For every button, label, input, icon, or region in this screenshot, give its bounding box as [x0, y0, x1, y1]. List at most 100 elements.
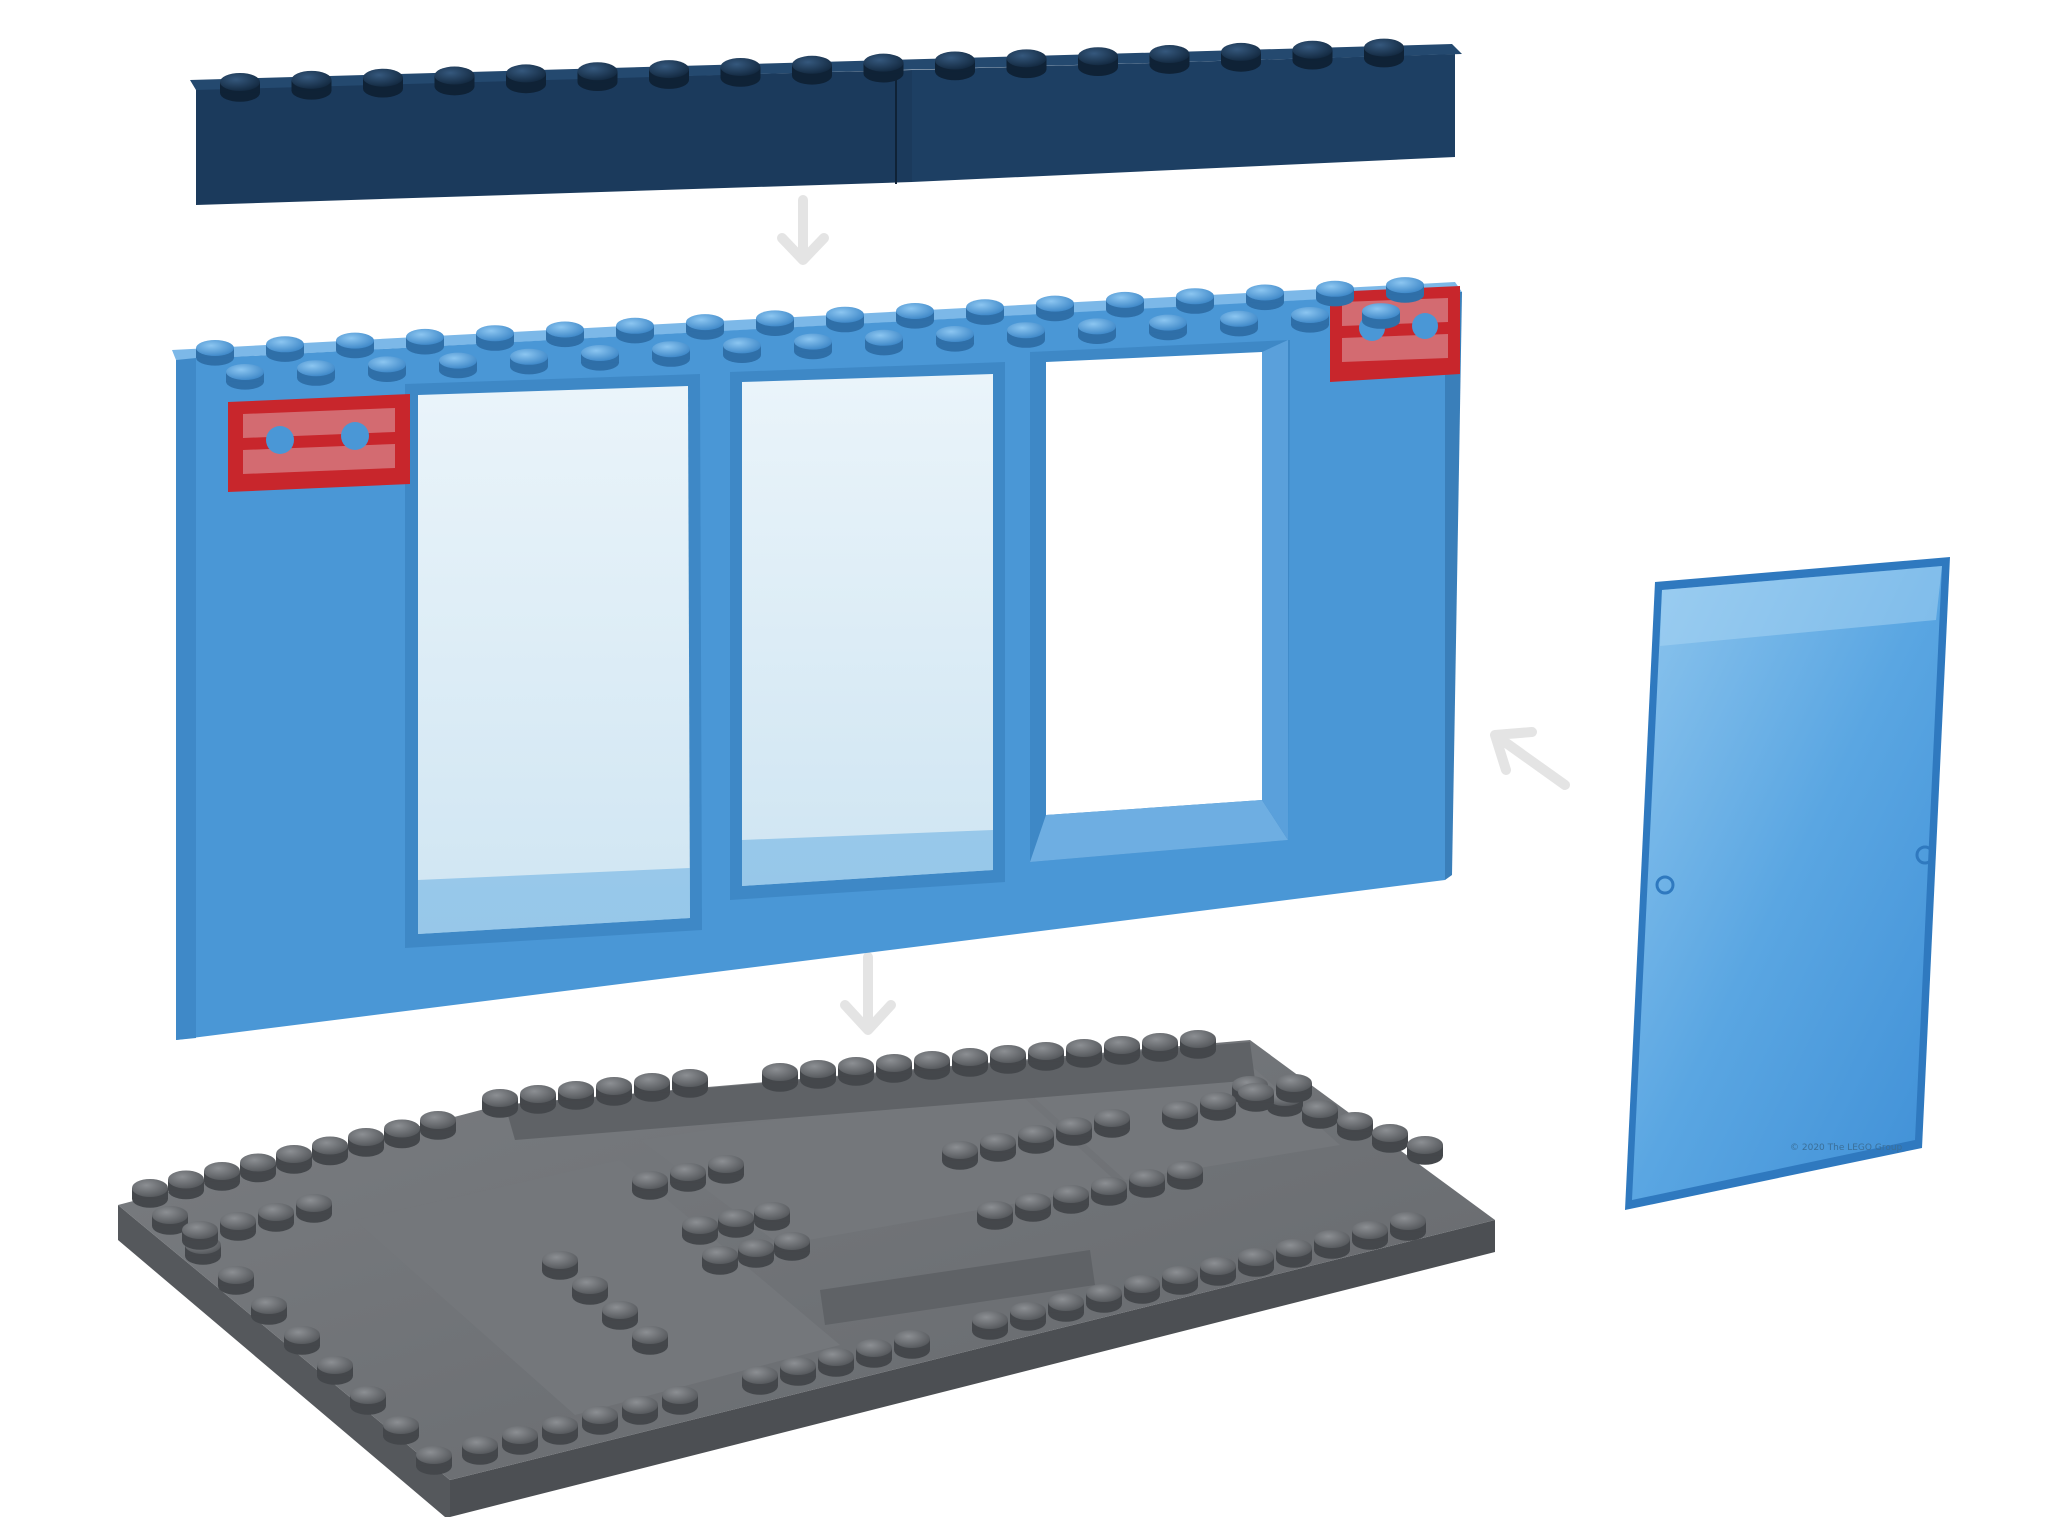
stud	[1316, 280, 1354, 307]
stud	[702, 1246, 738, 1275]
stud	[251, 1296, 287, 1325]
stud	[708, 1155, 744, 1184]
window-frame	[172, 277, 1462, 1040]
stud	[1364, 38, 1404, 68]
stud	[1276, 1074, 1312, 1103]
stud	[1078, 318, 1116, 344]
stud	[266, 336, 304, 362]
stud	[966, 299, 1004, 325]
stud	[723, 337, 761, 363]
stud	[756, 310, 794, 336]
stud	[581, 345, 619, 371]
stud	[1200, 1257, 1236, 1286]
arrow-down-icon	[777, 195, 829, 265]
stud	[1302, 1100, 1338, 1129]
stud	[670, 1163, 706, 1192]
stud	[616, 317, 654, 344]
stud	[1015, 1193, 1051, 1222]
stud	[800, 1060, 836, 1089]
stud	[502, 1426, 538, 1455]
stud	[1221, 42, 1261, 72]
stud	[1238, 1083, 1274, 1112]
stud	[1149, 45, 1190, 74]
stud	[1167, 1161, 1203, 1190]
stud	[152, 1206, 188, 1235]
stud	[476, 325, 514, 351]
stud	[1018, 1125, 1054, 1154]
stud	[420, 1111, 456, 1140]
stud	[1407, 1136, 1443, 1165]
stud	[1028, 1042, 1064, 1071]
stud	[1142, 1033, 1178, 1062]
stud	[1176, 288, 1214, 314]
stud	[350, 1386, 386, 1415]
frame-studs	[196, 277, 1424, 390]
stud	[506, 64, 546, 94]
window-middle	[730, 362, 1005, 900]
stud	[1066, 1039, 1102, 1068]
stud	[220, 1212, 256, 1241]
stud	[1006, 49, 1047, 79]
stud	[1372, 1124, 1408, 1153]
stud	[1276, 1239, 1312, 1268]
stud	[936, 326, 974, 352]
stud	[990, 1045, 1026, 1074]
stud	[132, 1179, 168, 1208]
stud	[1106, 291, 1144, 318]
stud	[1094, 1109, 1130, 1138]
stud	[291, 70, 332, 100]
stud	[542, 1251, 578, 1280]
stud	[1314, 1230, 1350, 1259]
stud	[632, 1171, 668, 1200]
gray-base-plate	[118, 1030, 1495, 1517]
loose-glass-panel: © 2020 The LEGO Group	[1625, 557, 1950, 1210]
stud	[977, 1201, 1013, 1230]
stud	[1238, 1248, 1274, 1277]
stud	[1352, 1221, 1388, 1250]
red-clip-left	[228, 394, 410, 492]
stud	[856, 1339, 892, 1368]
stud	[1091, 1177, 1127, 1206]
stud	[196, 340, 234, 366]
stud	[896, 303, 934, 329]
stud	[1291, 307, 1329, 333]
stud	[1220, 310, 1258, 337]
stud	[718, 1209, 754, 1238]
stud	[168, 1170, 204, 1200]
window-right-open	[1030, 340, 1290, 862]
stud	[406, 328, 444, 355]
stud	[317, 1356, 353, 1385]
stud	[384, 1119, 420, 1149]
stud	[649, 60, 689, 89]
arrow-up-left-icon	[1490, 727, 1570, 790]
stud	[914, 1051, 950, 1080]
stud	[520, 1085, 556, 1114]
stud	[1292, 40, 1333, 70]
stud	[818, 1348, 854, 1377]
stud	[632, 1326, 668, 1355]
stud	[792, 55, 832, 85]
stud	[596, 1077, 632, 1106]
stud	[876, 1054, 912, 1083]
stud	[510, 348, 548, 375]
stud	[296, 1194, 332, 1223]
stud	[1129, 1169, 1165, 1198]
stud	[1086, 1284, 1122, 1313]
stud	[1246, 284, 1284, 311]
stud	[1048, 1293, 1084, 1322]
stud	[838, 1057, 874, 1086]
stud	[686, 314, 724, 340]
stud	[348, 1128, 384, 1157]
arrow-down-bottom	[840, 952, 896, 1035]
stud	[794, 333, 832, 360]
stud	[1010, 1302, 1046, 1331]
stud	[863, 53, 904, 83]
stud	[672, 1069, 708, 1098]
stud	[738, 1239, 774, 1268]
stud	[972, 1311, 1008, 1340]
stud	[226, 364, 264, 390]
stud	[1200, 1092, 1236, 1121]
stud	[383, 1416, 419, 1445]
stud	[434, 66, 475, 96]
